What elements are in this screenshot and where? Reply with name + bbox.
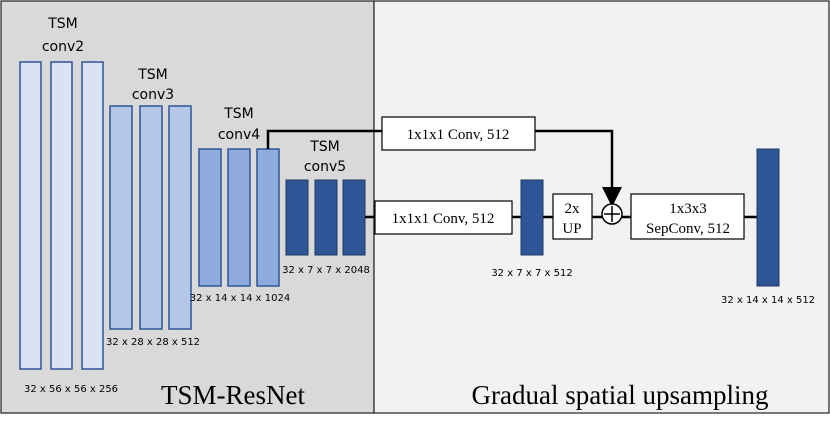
conv4-label-name: conv4	[218, 127, 260, 143]
conv5-label-tsm: TSM	[309, 139, 340, 155]
conv5-dims: 32 x 7 x 7 x 2048	[282, 265, 370, 276]
upsample-box	[552, 193, 593, 240]
conv5-block-3	[342, 179, 366, 256]
conv2-label-tsm: TSM	[47, 16, 78, 32]
conv5-stage: TSM conv5 32 x 7 x 7 x 2048	[282, 139, 370, 276]
upsample-label-1: 2x	[565, 201, 581, 217]
sepconv-label-2: SepConv, 512	[646, 221, 730, 237]
right-panel-title: Gradual spatial upsampling	[472, 380, 769, 410]
conv2-dims: 32 x 56 x 56 x 256	[24, 384, 118, 395]
output-feature-block	[756, 148, 780, 287]
conv5-label-name: conv5	[304, 159, 346, 175]
conv4-stage: TSM conv4 32 x 14 x 14 x 1024	[190, 106, 290, 304]
conv3-label-tsm: TSM	[137, 67, 168, 83]
conv5-block-1	[285, 179, 309, 256]
sepconv-label-1: 1x3x3	[669, 201, 707, 217]
conv4-block-2	[227, 148, 251, 287]
conv3-label-name: conv3	[132, 87, 174, 103]
conv2-block-1	[19, 61, 42, 370]
conv3-block-3	[168, 105, 192, 330]
skip-connection-line	[266, 129, 382, 149]
mid-feature-block	[520, 179, 544, 256]
sepconv-box	[630, 193, 745, 240]
conv5-block-2	[314, 179, 338, 256]
top-conv-box	[381, 116, 536, 151]
upsample-label-2: UP	[562, 221, 581, 237]
conv2-stage: TSM conv2 32 x 56 x 56 x 256	[19, 16, 118, 395]
mid-conv-label: 1x1x1 Conv, 512	[392, 211, 495, 227]
top-conv-label: 1x1x1 Conv, 512	[407, 127, 510, 143]
conv2-block-2	[50, 61, 73, 370]
conv3-block-2	[139, 105, 163, 330]
conv4-block-3	[256, 148, 280, 287]
skip-connection-arrow	[535, 129, 622, 207]
conv4-dims: 32 x 14 x 14 x 1024	[190, 293, 290, 304]
conv4-label-tsm: TSM	[223, 106, 254, 122]
conv2-label-name: conv2	[42, 39, 84, 55]
mid-feature-dims: 32 x 7 x 7 x 512	[491, 268, 572, 279]
output-feature-dims: 32 x 14 x 14 x 512	[721, 295, 815, 306]
left-panel-title: TSM-ResNet	[161, 380, 305, 410]
conv2-block-3	[81, 61, 104, 370]
conv3-stage: TSM conv3 32 x 28 x 28 x 512	[106, 67, 200, 348]
conv3-dims: 32 x 28 x 28 x 512	[106, 337, 200, 348]
sum-node	[601, 203, 623, 225]
conv3-block-1	[109, 105, 133, 330]
conv4-block-1	[198, 148, 222, 287]
